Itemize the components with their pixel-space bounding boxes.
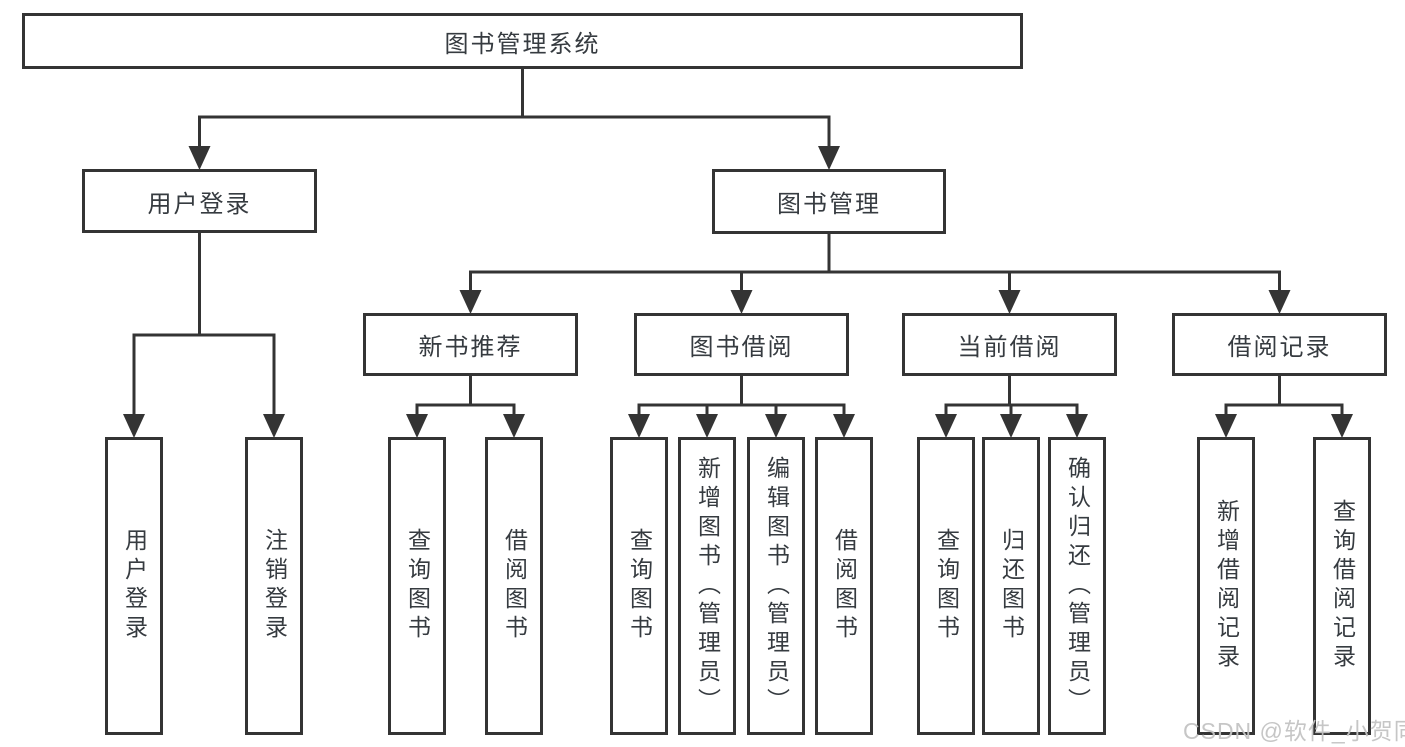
connector-new-book-to-leaves xyxy=(406,376,525,438)
leaf-borrow-books: 借阅图书 xyxy=(815,437,873,735)
leaf-user-login: 用户登录 xyxy=(105,437,163,735)
leaf-confirm-return-admin: 确认归还（管理员） xyxy=(1048,437,1106,735)
node-label: 图书借阅 xyxy=(689,334,794,361)
node-label: 用户登录 xyxy=(147,190,252,218)
leaf-query-books-borrow: 查询图书 xyxy=(610,437,668,735)
connector-borrow-record-to-leaves xyxy=(1215,376,1353,438)
node-label: 确认归还（管理员） xyxy=(1064,455,1091,717)
connector-current-borrow-to-leaves xyxy=(935,376,1088,438)
node-label: 注销登录 xyxy=(261,528,288,644)
node-label: 查询图书 xyxy=(404,528,431,644)
connector-user-login-to-leaves xyxy=(123,233,285,438)
node-label: 查询借阅记录 xyxy=(1329,499,1356,673)
leaf-add-borrow-record: 新增借阅记录 xyxy=(1197,437,1255,735)
node-label: 借阅图书 xyxy=(831,528,858,644)
node-label: 借阅记录 xyxy=(1227,334,1332,361)
leaf-logout: 注销登录 xyxy=(245,437,303,735)
leaf-query-borrow-record: 查询借阅记录 xyxy=(1313,437,1371,735)
node-label: 图书管理 xyxy=(777,191,881,218)
node-label: 新增图书（管理员） xyxy=(694,455,721,717)
connector-root-to-level2 xyxy=(188,69,840,170)
node-user-login: 用户登录 xyxy=(82,169,317,233)
leaf-query-books-current: 查询图书 xyxy=(917,437,975,735)
node-label: 用户登录 xyxy=(121,528,148,644)
node-label: 新增借阅记录 xyxy=(1213,499,1240,673)
watermark-text: CSDN @软件_小贺同学 xyxy=(1183,718,1405,744)
node-label: 查询图书 xyxy=(933,528,960,644)
node-book-management: 图书管理 xyxy=(712,169,946,234)
node-book-borrow: 图书借阅 xyxy=(634,313,849,376)
node-library-management-system: 图书管理系统 xyxy=(22,13,1023,69)
node-label: 新书推荐 xyxy=(418,334,523,361)
leaf-add-books-admin: 新增图书（管理员） xyxy=(678,437,736,735)
connector-book-management-to-level3 xyxy=(459,234,1291,314)
connector-book-borrow-to-leaves xyxy=(628,376,855,438)
node-new-book-recommend: 新书推荐 xyxy=(363,313,578,376)
node-borrow-record: 借阅记录 xyxy=(1172,313,1387,376)
node-label: 当前借阅 xyxy=(957,334,1062,361)
node-label: 查询图书 xyxy=(626,528,653,644)
node-current-borrow: 当前借阅 xyxy=(902,313,1117,376)
node-label: 借阅图书 xyxy=(501,528,528,644)
leaf-return-books: 归还图书 xyxy=(982,437,1040,735)
node-label: 编辑图书（管理员） xyxy=(763,455,790,717)
leaf-query-books-recommend: 查询图书 xyxy=(388,437,446,735)
leaf-edit-books-admin: 编辑图书（管理员） xyxy=(747,437,805,735)
node-label: 图书管理系统 xyxy=(444,30,601,58)
node-label: 归还图书 xyxy=(998,528,1025,644)
leaf-borrow-books-recommend: 借阅图书 xyxy=(485,437,543,735)
